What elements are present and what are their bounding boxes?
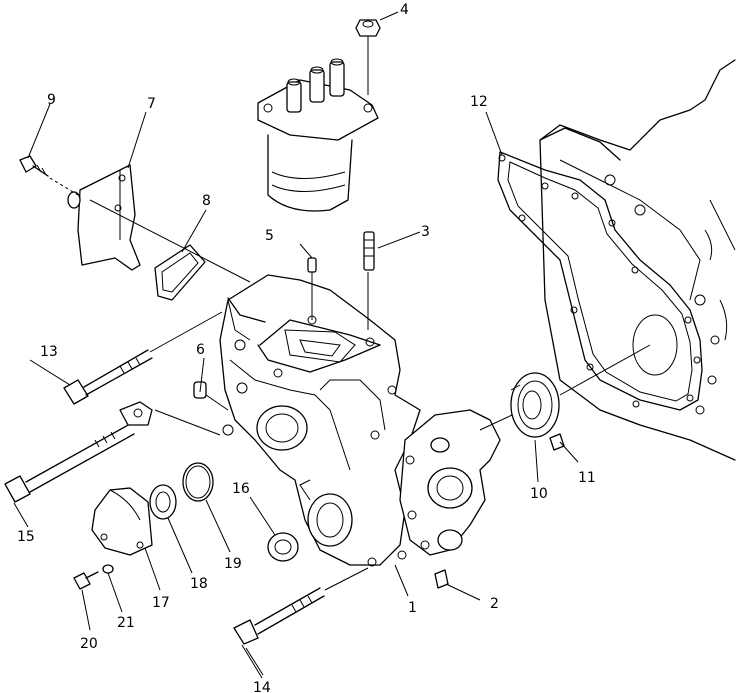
bearing-18	[149, 484, 177, 520]
callout-13: 13	[40, 344, 58, 360]
bolt-14	[233, 587, 325, 645]
callout-12: 12	[470, 94, 488, 110]
bolt-20	[73, 571, 99, 590]
callout-labels: 1 2 3 4 5 6 7 8 9 10 11 12 13 14 15 16 1…	[17, 2, 596, 693]
leader-lines	[13, 11, 579, 679]
injection-pump	[257, 58, 379, 212]
cover-plate-7	[67, 164, 141, 271]
cover-17	[91, 487, 153, 556]
callout-6: 6	[196, 342, 205, 358]
bolt-9	[19, 155, 49, 177]
callout-20: 20	[80, 636, 98, 652]
bolt-13	[63, 349, 153, 405]
callout-18: 18	[190, 576, 208, 592]
callout-2: 2	[490, 596, 499, 612]
callout-5: 5	[265, 228, 274, 244]
gasket-8	[154, 244, 206, 301]
washer-21	[102, 564, 114, 574]
callout-3: 3	[421, 224, 430, 240]
o-ring-19	[182, 462, 214, 502]
bracket-lug	[119, 401, 153, 426]
callout-1: 1	[408, 600, 417, 616]
callout-17: 17	[152, 595, 170, 611]
engine-block	[539, 59, 736, 461]
callout-19: 19	[224, 556, 242, 572]
plug-2	[434, 569, 449, 589]
seal-16	[267, 532, 299, 562]
callout-21: 21	[117, 615, 135, 631]
callout-16: 16	[232, 481, 250, 497]
stud-3	[363, 231, 375, 271]
callout-10: 10	[530, 486, 548, 502]
callout-7: 7	[147, 96, 156, 112]
callout-9: 9	[47, 92, 56, 108]
callout-14: 14	[253, 680, 271, 693]
gear-case-housing	[219, 274, 421, 567]
nut-4	[355, 19, 381, 37]
bolt-15	[4, 423, 135, 503]
callout-8: 8	[202, 193, 211, 209]
bolt-11	[549, 433, 565, 451]
gasket-12	[497, 151, 703, 411]
pin-5	[307, 257, 317, 273]
callout-4: 4	[400, 2, 409, 18]
bearing-10	[510, 372, 560, 438]
pump-housing	[370, 409, 501, 556]
callout-15: 15	[17, 529, 35, 545]
callout-11: 11	[578, 470, 596, 486]
